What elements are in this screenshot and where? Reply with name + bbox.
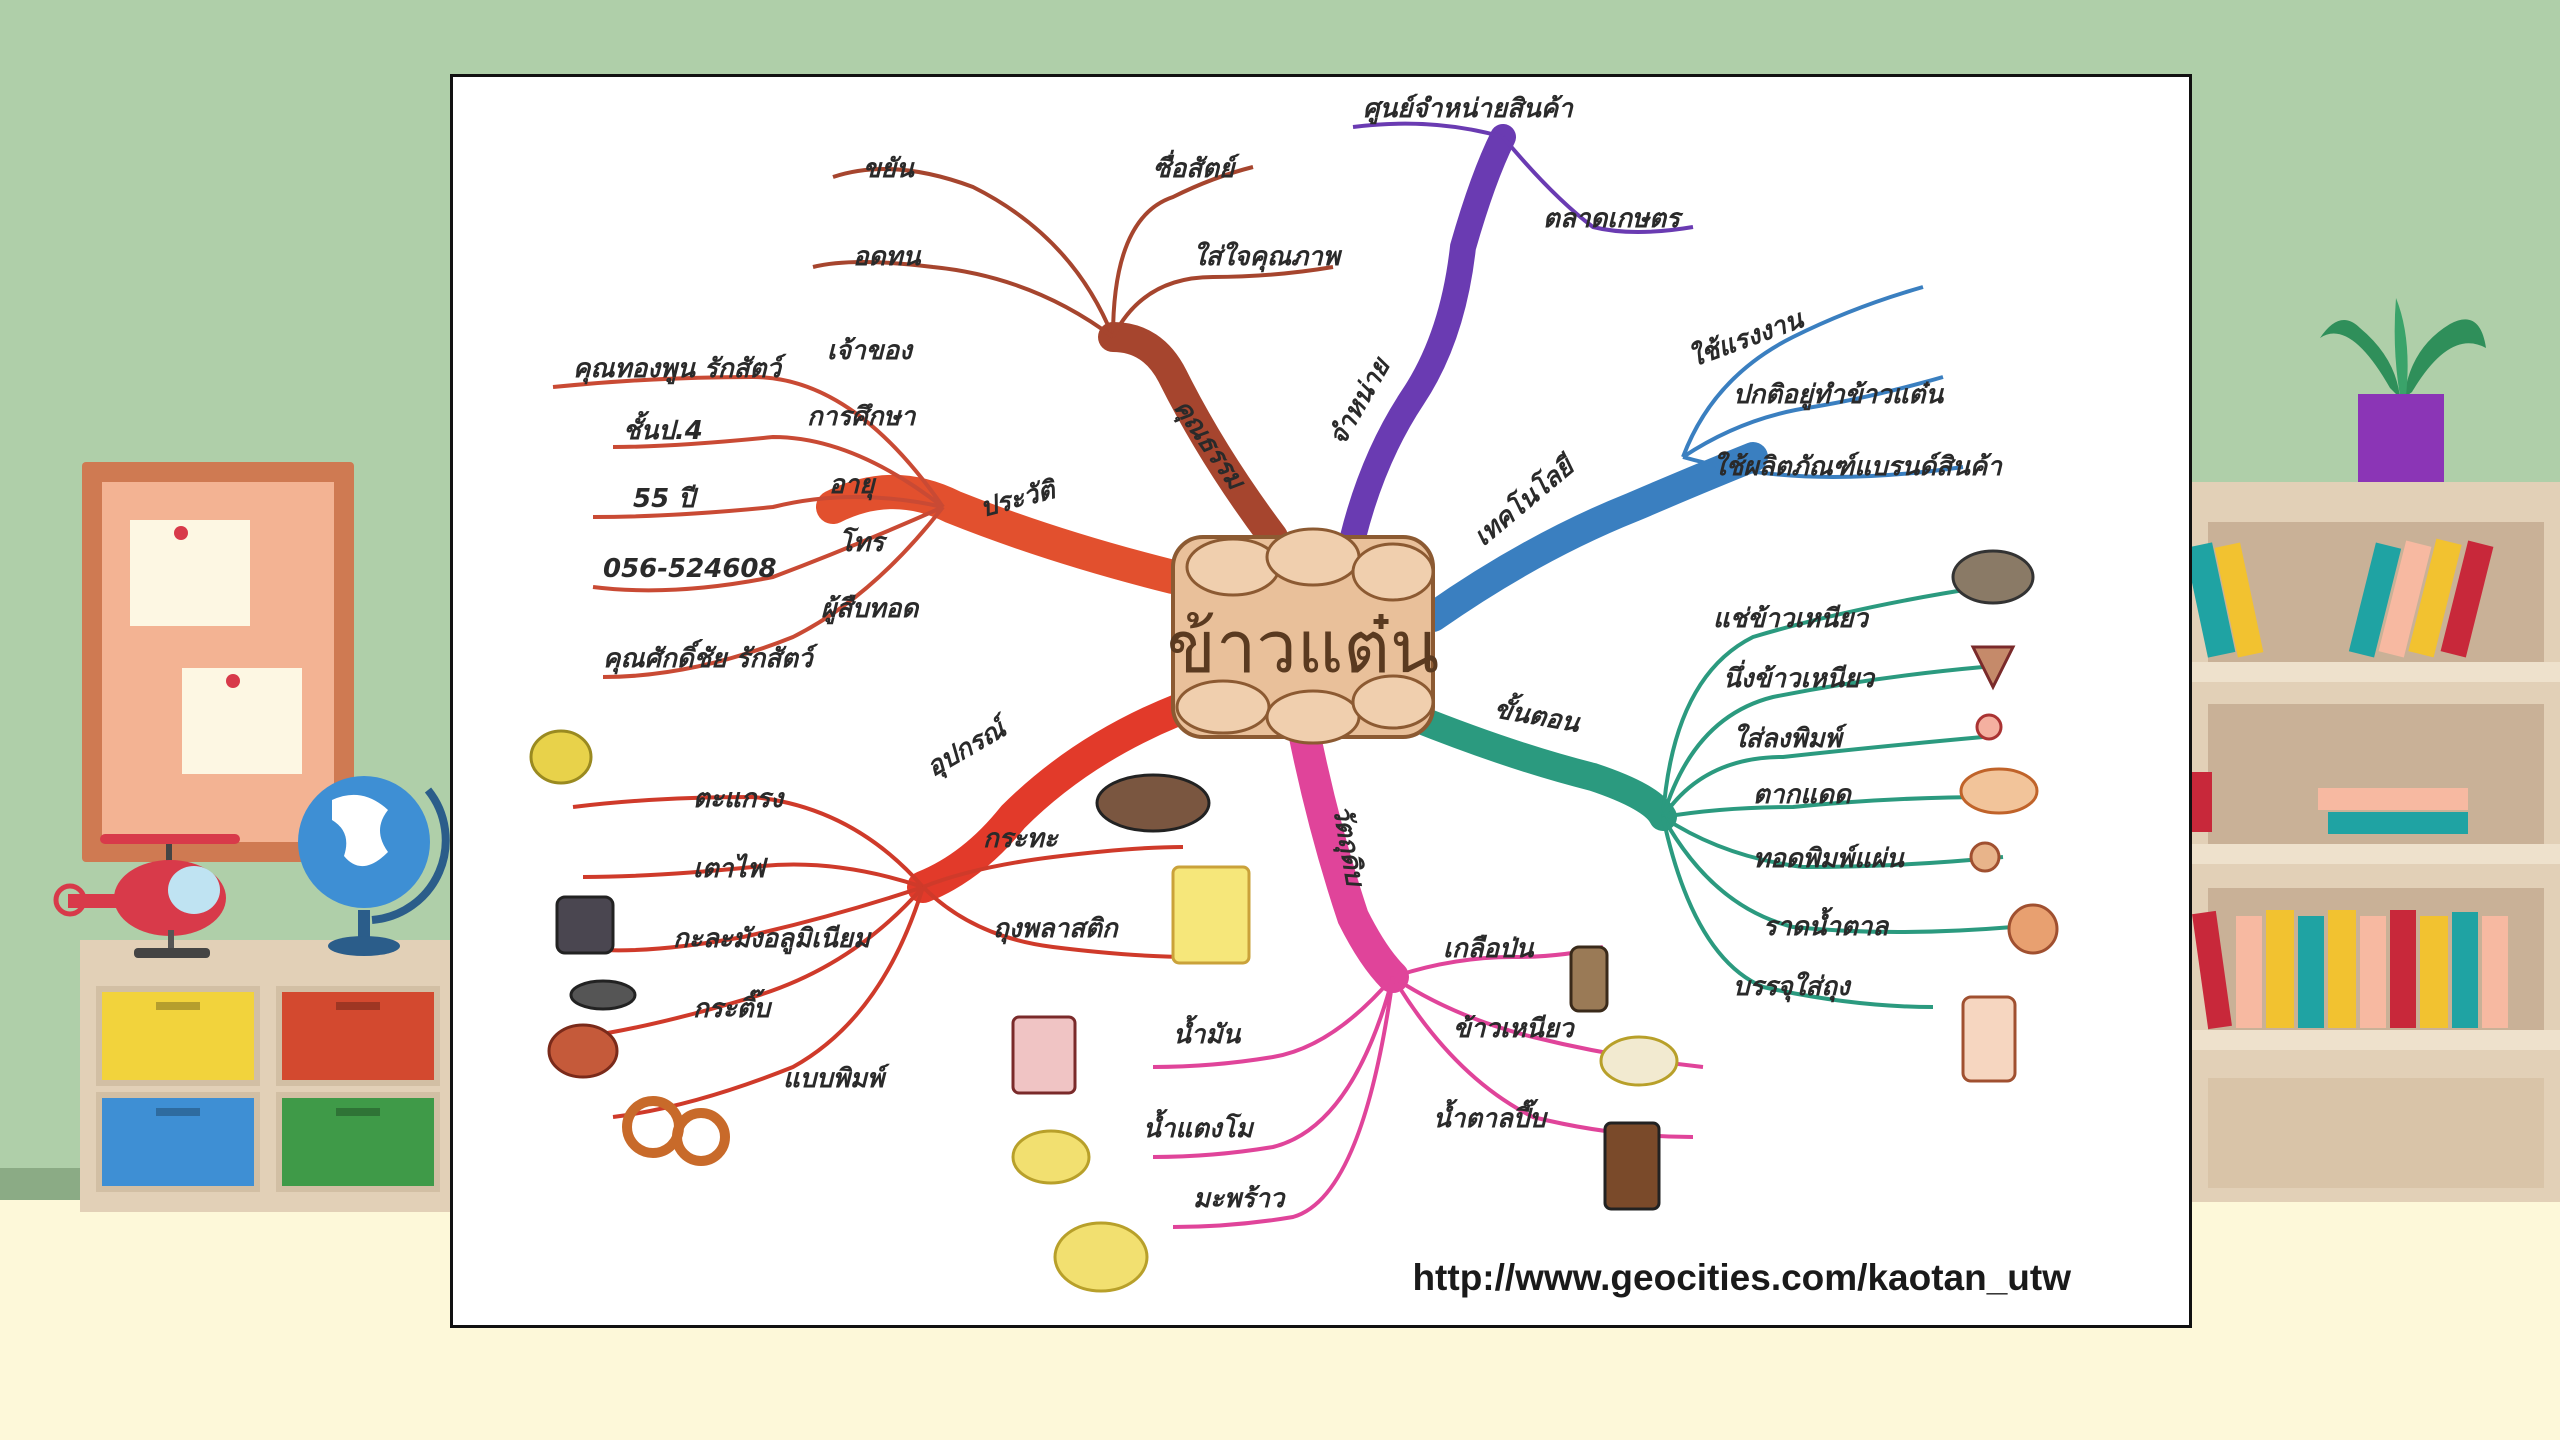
ingredients-item: น้ำมัน bbox=[1173, 1014, 1242, 1050]
branch-label-steps: ขั้นตอน bbox=[1492, 688, 1584, 739]
drawer-blue bbox=[96, 1092, 260, 1192]
shelf-board bbox=[2192, 1030, 2560, 1050]
selling-branch-ribbon bbox=[1340, 124, 1516, 550]
center-title: ข้าวแต๋น bbox=[1167, 605, 1439, 689]
history-item: เจ้าของ bbox=[827, 336, 914, 366]
history-detail: คุณทองพูน รักสัตว์ bbox=[573, 353, 787, 385]
shelf-cell bbox=[2208, 704, 2544, 864]
values-item: ขยัน bbox=[863, 154, 915, 184]
steps-item: ใส่ลงพิมพ์ bbox=[1733, 723, 1848, 754]
drawer-green bbox=[276, 1092, 440, 1192]
steps-item: บรรจุใส่ถุง bbox=[1733, 971, 1852, 1003]
values-item: ซื่อสัตย์ bbox=[1153, 149, 1240, 184]
steps-item: ราดน้ำตาล bbox=[1763, 906, 1890, 942]
values-item: อดทน bbox=[853, 242, 922, 272]
ingredients-branch-ribbon bbox=[1287, 711, 1409, 993]
values-branch-ribbon bbox=[1098, 322, 1288, 552]
history-item: ผู้สืบทอด bbox=[821, 594, 920, 625]
equipment-branch-ribbon bbox=[907, 681, 1229, 903]
equipment-item: ถุงพลาสติก bbox=[993, 914, 1120, 945]
bookshelf-illustration bbox=[2184, 482, 2560, 1202]
tech-item: ปกติอยู่ทำข้าวแต๋น bbox=[1733, 380, 1944, 411]
history-branch-ribbon bbox=[816, 475, 1190, 594]
ingredients-item: มะพร้าว bbox=[1193, 1184, 1287, 1214]
tech-lines bbox=[1681, 285, 1964, 480]
mindmap-figure: ข้าวแต๋น ประวัติ คุณธรรม จำหน่าย เทคโนโล… bbox=[450, 74, 2192, 1328]
equipment-item: กระติ๊บ bbox=[693, 989, 773, 1024]
steps-item: ตากแดด bbox=[1753, 780, 1853, 810]
dresser-illustration bbox=[80, 940, 452, 1212]
corkboard-surface bbox=[102, 482, 334, 842]
history-item: อายุ bbox=[829, 470, 877, 501]
tech-item: ใช้ผลิตภัณฑ์แบรนด์สินค้า bbox=[1713, 451, 2003, 482]
equipment-item: ตะแกรง bbox=[693, 784, 785, 814]
history-item: การศึกษา bbox=[807, 402, 917, 432]
history-detail: คุณศักดิ์ชัย รักสัตว์ bbox=[603, 639, 819, 675]
selling-item: ตลาดเกษตร bbox=[1543, 204, 1684, 234]
pinned-note bbox=[130, 520, 250, 626]
pin-icon bbox=[226, 674, 240, 688]
shelf-cabinet bbox=[2208, 1078, 2544, 1188]
values-lines bbox=[812, 165, 1334, 339]
ingredients-item: น้ำแตงโม bbox=[1143, 1108, 1255, 1144]
steps-lines bbox=[1661, 585, 2014, 1009]
ingredients-item: น้ำตาลปี๊บ bbox=[1433, 1098, 1548, 1134]
shelf-board bbox=[2192, 662, 2560, 682]
equipment-item: กระทะ bbox=[983, 824, 1060, 854]
item-sketches bbox=[529, 549, 2059, 1293]
selling-item: ศูนย์จำหน่ายสินค้า bbox=[1363, 93, 1574, 125]
history-detail: ชั้นป.4 bbox=[623, 410, 703, 446]
plant-icon bbox=[2320, 298, 2486, 398]
ingredients-item: เกลือป่น bbox=[1443, 934, 1535, 964]
corkboard-illustration bbox=[82, 462, 354, 862]
history-item: โทร bbox=[839, 526, 888, 558]
steps-branch-ribbon bbox=[1399, 703, 1677, 831]
branch-label-values: คุณธรรม bbox=[1166, 394, 1251, 497]
ingredients-item: ข้าวเหนียว bbox=[1453, 1014, 1576, 1044]
drawer-yellow bbox=[96, 986, 260, 1086]
steps-item: นึ่งข้าวเหนียว bbox=[1723, 659, 1876, 694]
mindmap-drawing: ข้าวแต๋น ประวัติ คุณธรรม จำหน่าย เทคโนโล… bbox=[529, 93, 2059, 1293]
plant-pot bbox=[2358, 394, 2444, 482]
shelf-board bbox=[2192, 844, 2560, 864]
drawer-red bbox=[276, 986, 440, 1086]
equipment-item: แบบพิมพ์ bbox=[783, 1063, 890, 1094]
branch-label-equipment: อุปกรณ์ bbox=[921, 710, 1017, 784]
history-lines bbox=[552, 374, 945, 679]
history-detail: 55 ปี bbox=[633, 484, 699, 514]
equipment-item: เตาไฟ bbox=[693, 853, 768, 884]
pinned-note bbox=[182, 668, 302, 774]
helicopter-toy-icon bbox=[53, 834, 240, 958]
steps-item: แช่ข้าวเหนียว bbox=[1713, 604, 1870, 634]
source-url: http://www.geocities.com/kaotan_utw bbox=[1412, 1257, 2071, 1298]
tech-branch-ribbon bbox=[1418, 442, 1768, 632]
history-detail: 056-524608 bbox=[603, 554, 777, 584]
equipment-item: กะละมังอลูมิเนียม bbox=[673, 924, 872, 955]
globe-icon bbox=[298, 776, 450, 956]
tech-item: ใช้แรงงาน bbox=[1685, 303, 1808, 373]
selling-lines bbox=[1352, 121, 1694, 234]
values-item: ใส่ใจคุณภาพ bbox=[1193, 241, 1343, 273]
center-rice-cracker-illustration bbox=[1171, 527, 1435, 745]
pin-icon bbox=[174, 526, 188, 540]
steps-item: ทอดพิมพ์แผ่น bbox=[1753, 843, 1905, 874]
